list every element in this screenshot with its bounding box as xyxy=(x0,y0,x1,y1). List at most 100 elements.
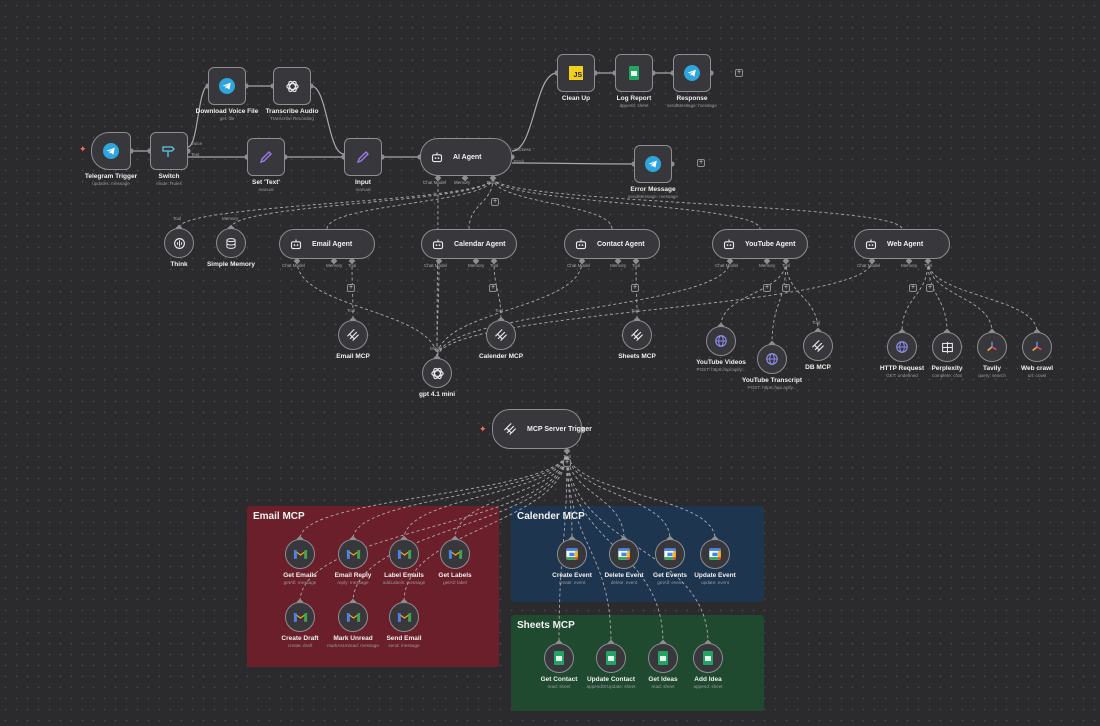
sheets-mcp-node[interactable] xyxy=(622,320,652,350)
sub-port-diamond[interactable] xyxy=(472,257,480,265)
delete-event-node[interactable] xyxy=(609,539,639,569)
sub-connection-perplexity-to-web_agent[interactable] xyxy=(927,260,948,333)
sub-connection-get_labels-to-mcp_server_trigger[interactable] xyxy=(454,450,568,540)
sub-connection-tavily-to-web_agent[interactable] xyxy=(927,260,993,333)
switch-node[interactable] xyxy=(150,132,188,170)
mcp-server-trigger-node[interactable]: MCP Server Trigger xyxy=(492,409,592,449)
sub-connection-gpt-to-ai_agent[interactable] xyxy=(436,177,439,359)
add-idea-node[interactable] xyxy=(693,643,723,673)
sub-connection-create_draft-to-mcp_server_trigger[interactable] xyxy=(299,450,568,603)
create-draft-node[interactable] xyxy=(285,602,315,632)
calendar-agent-node[interactable]: Calendar Agent xyxy=(421,229,517,259)
get-emails-node[interactable] xyxy=(285,539,315,569)
add-node-button[interactable]: + xyxy=(909,284,917,292)
calendar-mcp-node[interactable] xyxy=(486,320,516,350)
sub-connection-simple_memory-to-ai_agent[interactable] xyxy=(230,177,494,229)
sub-connection-http_request-to-web_agent[interactable] xyxy=(901,260,929,333)
email-mcp-node[interactable] xyxy=(338,320,368,350)
add-node-button[interactable]: + xyxy=(489,284,497,292)
sub-port-diamond[interactable] xyxy=(434,174,442,182)
sub-connection-youtube_videos-to-youtube_agent[interactable] xyxy=(720,260,787,327)
error-message-node[interactable] xyxy=(634,145,672,183)
create-event-node[interactable] xyxy=(557,539,587,569)
sub-port-diamond[interactable] xyxy=(348,257,356,265)
ai-agent-node[interactable]: AI Agent xyxy=(420,138,512,176)
tavily-node[interactable] xyxy=(977,332,1007,362)
sub-connection-contact_agent-to-ai_agent[interactable] xyxy=(492,177,613,230)
sub-connection-add_idea-to-mcp_server_trigger[interactable] xyxy=(566,450,709,644)
add-node-button[interactable]: + xyxy=(763,284,771,292)
email-reply-node[interactable] xyxy=(338,539,368,569)
sub-port-diamond[interactable] xyxy=(293,257,301,265)
transcribe-node[interactable] xyxy=(273,67,311,105)
sub-port-diamond[interactable] xyxy=(461,174,469,182)
get-ideas-node[interactable] xyxy=(648,643,678,673)
connection-ai_agent-to-clean_up[interactable] xyxy=(511,72,558,152)
think-node[interactable] xyxy=(164,228,194,258)
add-node-button[interactable]: + xyxy=(491,198,499,206)
sub-connection-web_agent-to-ai_agent[interactable] xyxy=(492,177,903,230)
connection-ai_agent-to-error_message[interactable] xyxy=(511,162,635,165)
sub-connection-mark_unread-to-mcp_server_trigger[interactable] xyxy=(352,450,568,603)
update-contact-node[interactable] xyxy=(596,643,626,673)
simple-memory-node[interactable] xyxy=(216,228,246,258)
sticky-note-email[interactable]: Email MCP xyxy=(247,506,499,667)
response-node[interactable] xyxy=(673,54,711,92)
sub-connection-gpt-to-calendar_agent[interactable] xyxy=(436,260,440,359)
sub-connection-web_crawl-to-web_agent[interactable] xyxy=(927,260,1038,333)
sub-connection-email_agent-to-ai_agent[interactable] xyxy=(326,177,494,230)
web-agent-node[interactable]: Web Agent xyxy=(854,229,950,259)
input-node[interactable] xyxy=(344,138,382,176)
sub-connection-gpt-to-youtube_agent[interactable] xyxy=(436,260,731,359)
sub-connection-gpt-to-email_agent[interactable] xyxy=(296,260,438,359)
set-text-node[interactable] xyxy=(247,138,285,176)
add-node-button[interactable]: + xyxy=(697,159,705,167)
telegram-trigger-node[interactable] xyxy=(91,132,131,170)
update-event-node[interactable] xyxy=(700,539,730,569)
add-node-button[interactable]: + xyxy=(926,284,934,292)
add-node-button[interactable]: + xyxy=(563,459,571,467)
sub-connection-email_reply-to-mcp_server_trigger[interactable] xyxy=(352,450,568,540)
sub-connection-send_email-to-mcp_server_trigger[interactable] xyxy=(403,450,568,603)
youtube-transcript-node[interactable] xyxy=(757,344,787,374)
sub-connection-youtube_transcript-to-youtube_agent[interactable] xyxy=(771,260,787,345)
add-node-button[interactable]: + xyxy=(347,284,355,292)
sub-connection-label_emails-to-mcp_server_trigger[interactable] xyxy=(403,450,568,540)
gpt-node[interactable] xyxy=(422,358,452,388)
connection-transcribe-to-input[interactable] xyxy=(310,85,345,155)
sub-connection-calendar_mcp-to-calendar_agent[interactable] xyxy=(493,260,502,321)
sub-port-diamond[interactable] xyxy=(330,257,338,265)
contact-agent-node[interactable]: Contact Agent xyxy=(564,229,660,259)
log-report-node[interactable] xyxy=(615,54,653,92)
clean-up-node[interactable]: JS xyxy=(557,54,595,92)
sub-port-diamond[interactable] xyxy=(489,174,497,182)
add-node-button[interactable]: + xyxy=(631,284,639,292)
youtube-videos-node[interactable] xyxy=(706,326,736,356)
send-email-node[interactable] xyxy=(389,602,419,632)
sub-connection-db_mcp-to-youtube_agent[interactable] xyxy=(785,260,819,332)
sub-connection-get_events-to-mcp_server_trigger[interactable] xyxy=(566,450,671,540)
label-emails-node[interactable] xyxy=(389,539,419,569)
email-agent-node[interactable]: Email Agent xyxy=(279,229,375,259)
sub-port-diamond[interactable] xyxy=(435,257,443,265)
sub-connection-get_emails-to-mcp_server_trigger[interactable] xyxy=(299,450,568,540)
add-node-button[interactable]: + xyxy=(735,69,743,77)
add-node-button[interactable]: + xyxy=(782,284,790,292)
get-contact-node[interactable] xyxy=(544,643,574,673)
db-mcp-node[interactable] xyxy=(803,331,833,361)
mark-unread-node[interactable] xyxy=(338,602,368,632)
web-crawl-node[interactable] xyxy=(1022,332,1052,362)
sub-connection-calendar_agent-to-ai_agent[interactable] xyxy=(468,177,494,230)
sub-connection-update_event-to-mcp_server_trigger[interactable] xyxy=(566,450,716,540)
sub-connection-youtube_agent-to-ai_agent[interactable] xyxy=(492,177,761,230)
get-labels-node[interactable] xyxy=(440,539,470,569)
download-voice-node[interactable] xyxy=(208,67,246,105)
connection-switch-to-download_voice[interactable] xyxy=(187,85,209,148)
sub-connection-gpt-to-contact_agent[interactable] xyxy=(436,260,583,359)
http-request-node[interactable] xyxy=(887,332,917,362)
sub-connection-update_contact-to-mcp_server_trigger[interactable] xyxy=(566,450,612,644)
sub-connection-think-to-ai_agent[interactable] xyxy=(178,177,494,229)
get-events-node[interactable] xyxy=(655,539,685,569)
perplexity-node[interactable] xyxy=(932,332,962,362)
